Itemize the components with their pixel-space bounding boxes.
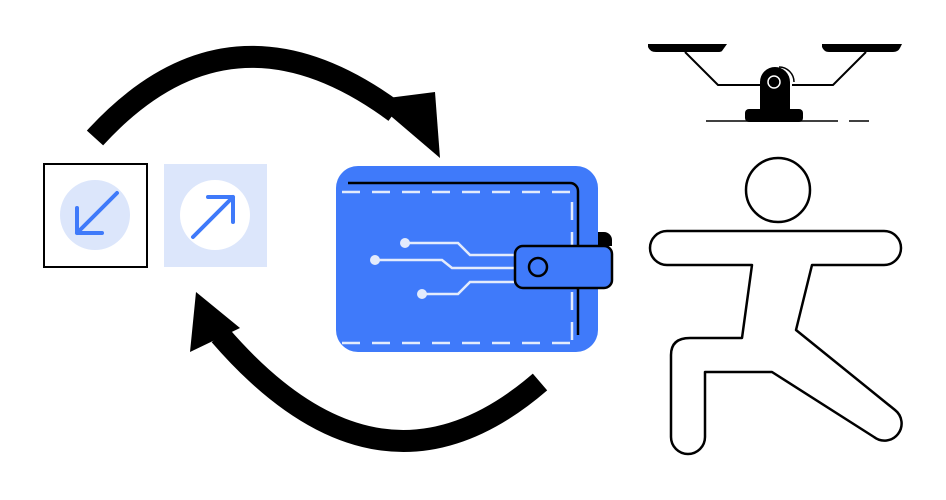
digital-wallet-icon (336, 166, 614, 352)
send-arrow-icon (164, 164, 267, 267)
balance-scale-icon (648, 44, 902, 122)
cycle-arrows-icon (86, 45, 548, 452)
receive-arrow-icon (43, 163, 148, 268)
person-pose-icon (648, 156, 903, 456)
